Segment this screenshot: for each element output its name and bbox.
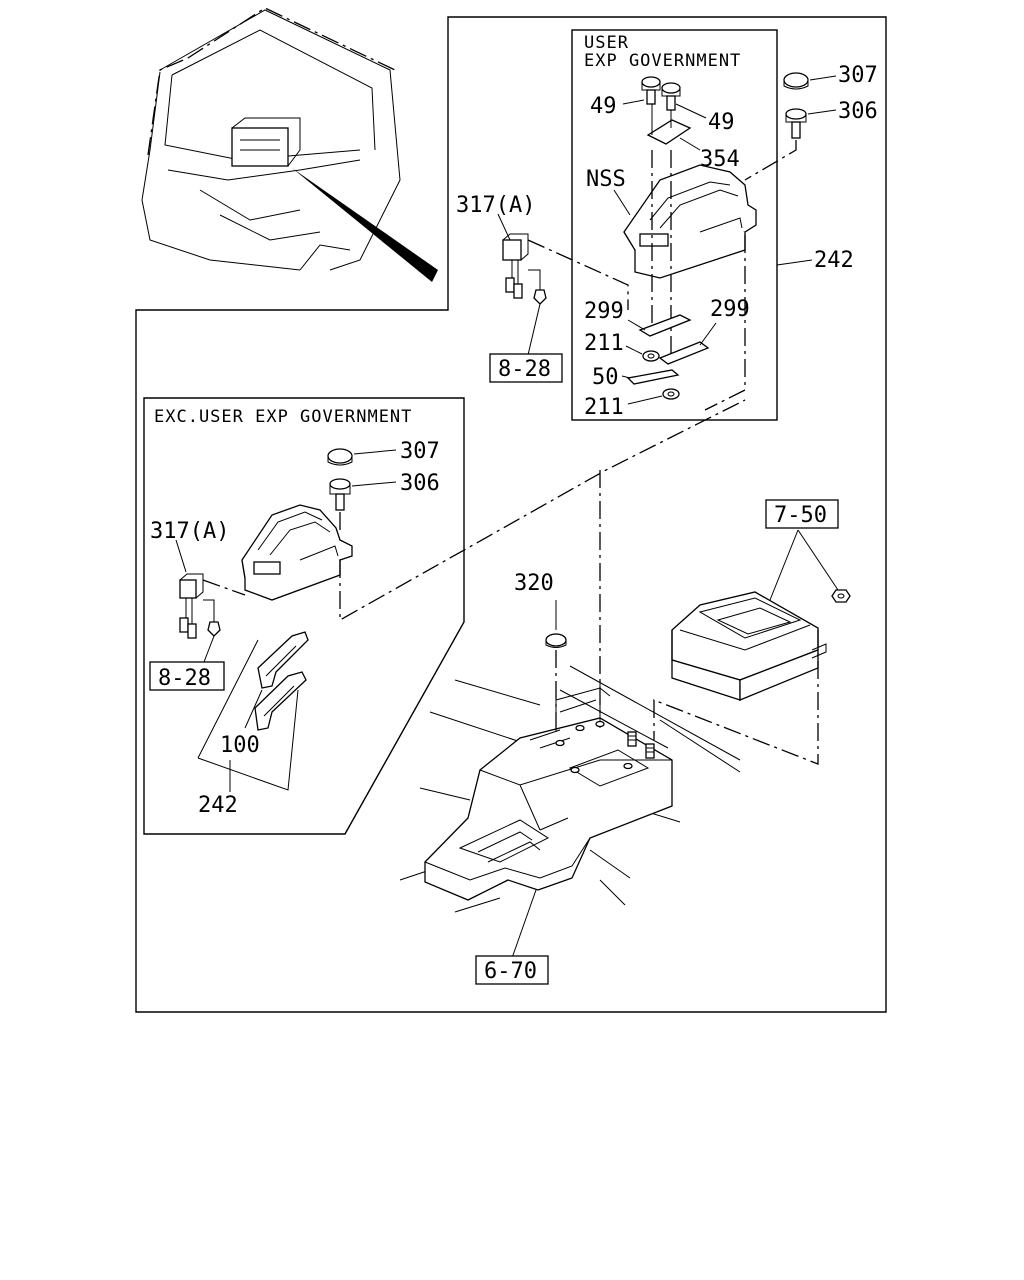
strip-50 <box>626 369 680 385</box>
callout-49-right: 49 <box>708 110 735 135</box>
callout-306-mid: 306 <box>400 471 440 496</box>
ref-8-28-top: 8-28 <box>498 357 551 382</box>
exc-user-exp-title: EXC.USER EXP GOVERNMENT <box>154 407 412 427</box>
callout-211-upper: 211 <box>584 331 624 356</box>
floor-tunnel <box>399 665 741 913</box>
cap-307-mid <box>327 448 353 466</box>
outer-frame <box>135 16 887 1013</box>
ref-8-28-mid: 8-28 <box>158 666 211 691</box>
exc-user-exp-panel <box>143 397 465 835</box>
cab-overview-inset <box>141 7 438 282</box>
callout-242-right: 242 <box>814 248 854 273</box>
screw-49-left <box>641 76 661 105</box>
nut-211-lower <box>662 388 680 400</box>
callout-100: 100 <box>220 733 260 758</box>
callout-49-left: 49 <box>590 94 617 119</box>
callout-211-lower: 211 <box>584 395 624 420</box>
callout-242-left: 242 <box>198 793 238 818</box>
callout-317a-mid: 317(A) <box>150 519 229 544</box>
callout-307-top: 307 <box>838 63 878 88</box>
bracket-354 <box>646 119 692 145</box>
screw-306-top <box>785 108 807 139</box>
plug-320 <box>545 633 567 648</box>
callout-306-top: 306 <box>838 99 878 124</box>
callout-nss: NSS <box>586 167 626 192</box>
ref-6-70: 6-70 <box>484 959 537 984</box>
callout-299-right: 299 <box>710 297 750 322</box>
nut-211-upper <box>642 350 660 362</box>
shift-console-user <box>623 164 757 279</box>
callout-307-mid: 307 <box>400 439 440 464</box>
screw-49-right <box>661 82 681 111</box>
shift-console-exc <box>241 504 353 601</box>
user-exp-panel <box>571 29 778 421</box>
storage-box <box>671 591 827 701</box>
pad-100 <box>254 631 309 731</box>
callout-299-left: 299 <box>584 299 624 324</box>
switch-317a-top <box>502 233 547 305</box>
ref-7-50: 7-50 <box>774 503 827 528</box>
callout-317a-top: 317(A) <box>456 193 535 218</box>
user-exp-title-line1: USER <box>584 33 629 53</box>
plate-299-left <box>638 314 692 337</box>
plate-299-right <box>658 341 710 365</box>
screw-306-mid <box>329 478 351 511</box>
callout-50: 50 <box>592 365 619 390</box>
nut-7-50 <box>831 589 851 603</box>
switch-317a-mid <box>179 573 221 639</box>
user-exp-title-line2: EXP GOVERNMENT <box>584 51 741 71</box>
cap-307-top <box>783 72 809 90</box>
callout-320: 320 <box>514 571 554 596</box>
